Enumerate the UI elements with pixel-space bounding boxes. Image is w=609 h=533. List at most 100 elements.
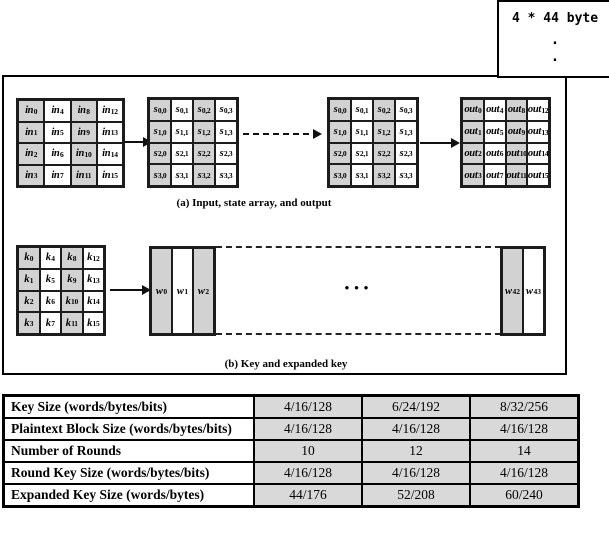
expanded-key-ellipsis: ••• — [344, 280, 374, 295]
expanded-key-dashed-bottom — [216, 333, 501, 335]
table-cell-value: 4/16/128 — [361, 417, 471, 441]
table-cell-value: 4/16/128 — [253, 461, 363, 485]
table-cell-value: 60/240 — [469, 483, 580, 508]
arrow-input-to-state — [125, 137, 152, 147]
table-row: Plaintext Block Size (words/bytes/bits)4… — [2, 417, 580, 441]
table-row-label: Expanded Key Size (words/bytes) — [2, 483, 255, 508]
table-cell-value: 10 — [253, 439, 363, 463]
table-cell-value: 4/16/128 — [469, 461, 580, 485]
table-cell-value: 4/16/128 — [469, 417, 580, 441]
annotation-note-box: 4 * 44 byte . . — [497, 0, 609, 78]
table-cell-value: 8/32/256 — [469, 394, 580, 419]
annotation-text: 4 * 44 byte — [511, 11, 599, 26]
table-cell-value: 12 — [361, 439, 471, 463]
table-cell-value: 4/16/128 — [361, 461, 471, 485]
arrow-state-to-output — [420, 138, 460, 148]
annotation-ellipsis: . . — [499, 32, 609, 66]
table-cell-value: 6/24/192 — [361, 394, 471, 419]
table-cell-value: 52/208 — [361, 483, 471, 508]
caption-a: (a) Input, state array, and output — [176, 197, 332, 209]
table-cell-value: 44/176 — [253, 483, 363, 508]
table-row-label: Key Size (words/bytes/bits) — [2, 394, 255, 419]
annotation-dot: . — [550, 32, 560, 48]
caption-b: (b) Key and expanded key — [224, 358, 348, 370]
table-row-label: Plaintext Block Size (words/bytes/bits) — [2, 417, 255, 441]
table-cell-value: 4/16/128 — [253, 417, 363, 441]
